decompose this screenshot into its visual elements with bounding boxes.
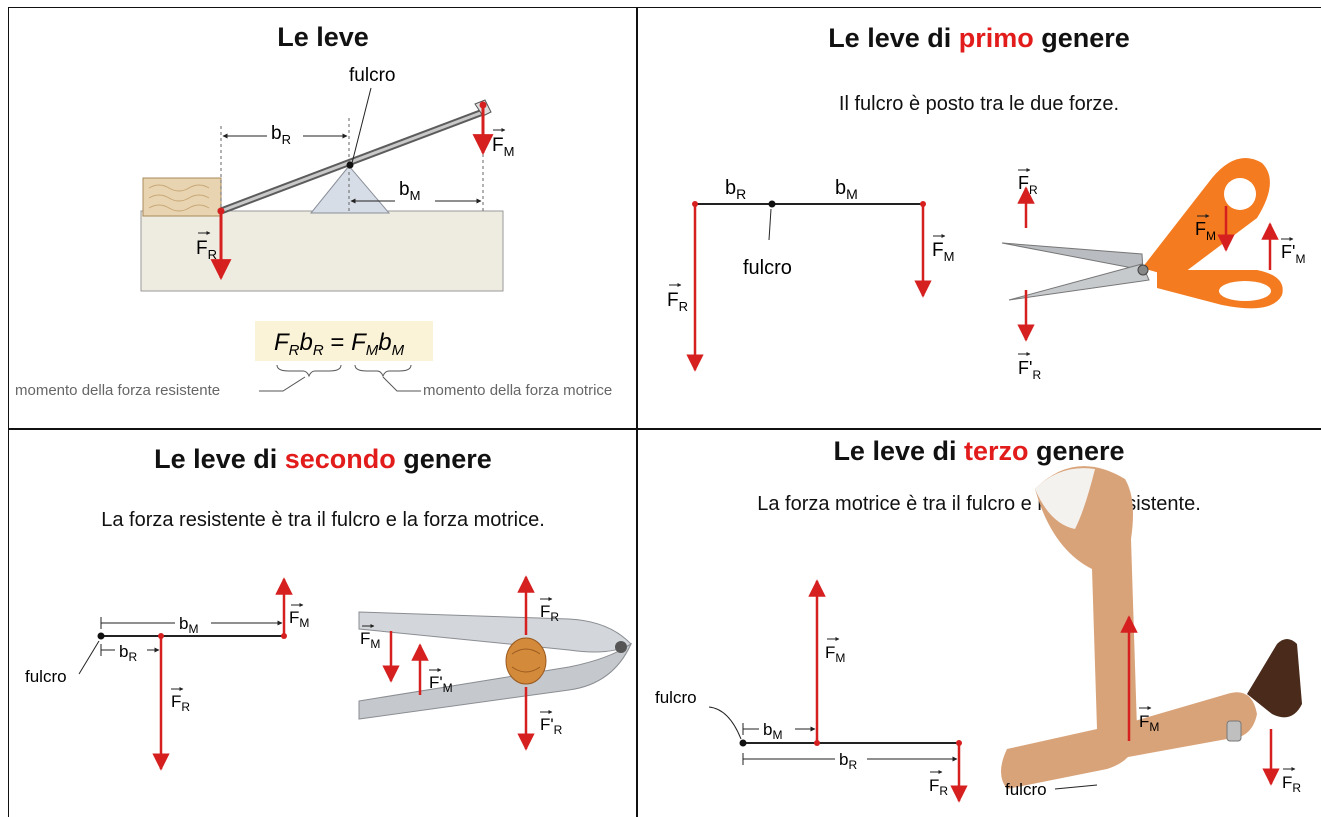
fulcrum-point: [739, 739, 747, 747]
formula-box: [255, 321, 433, 361]
fulcrum-label: fulcro: [655, 688, 697, 707]
panel-title: Le leve di primo genere: [828, 23, 1130, 53]
panel-title: Le leve: [277, 22, 369, 52]
panel-title: Le leve di terzo genere: [833, 436, 1125, 466]
third-class-diagram: bM bR fulcro FM FR FM FR fulcro: [655, 466, 1302, 803]
label-FR: FR: [929, 776, 948, 798]
arm-illustration: [1001, 466, 1302, 789]
lever-diagram: bR bM fulcro FR FM FRbR = FMbM momento d…: [15, 65, 612, 399]
label-FM-nut: FM: [360, 629, 380, 651]
label-FR-scissors: FR: [1018, 173, 1038, 197]
label-FM: FM: [825, 643, 845, 665]
label-bM: bM: [763, 720, 782, 742]
label-FpM: F'M: [1281, 242, 1305, 266]
fulcrum-label: fulcro: [25, 667, 67, 686]
label-FM: FM: [932, 240, 954, 264]
label-FpR: F'R: [1018, 358, 1041, 382]
label-FR-nut: FR: [540, 602, 559, 624]
label-bR: bR: [839, 750, 857, 772]
label-FR: FR: [196, 238, 217, 262]
label-FM-arm: FM: [1139, 712, 1159, 734]
fulcrum-label-arm: fulcro: [1005, 780, 1047, 799]
second-class-diagram: bM bR fulcro FM FR FM F'M FR F'R: [25, 575, 633, 771]
fulcrum-point: [97, 632, 105, 640]
label-FpR: F'R: [540, 715, 563, 737]
label-bM: bM: [179, 614, 198, 636]
panel-second-class: Le leve di secondo genere La forza resis…: [8, 428, 638, 817]
base-block: [140, 210, 504, 292]
panel-title: Le leve di secondo genere: [154, 444, 492, 474]
formula: FRbR = FMbM: [274, 329, 405, 359]
first-class-diagram: bR bM fulcro FR FM FR F'R FM F'M: [667, 158, 1305, 382]
panel-third-class: Le leve di terzo genere La forza motrice…: [636, 428, 1321, 817]
annotation-resistant-moment: momento della forza resistente: [15, 382, 220, 399]
label-FR-arm: FR: [1282, 773, 1301, 795]
scissors-illustration: [1001, 158, 1283, 309]
label-bM: bM: [835, 177, 858, 202]
label-FM: FM: [289, 608, 309, 630]
panel-first-class: Le leve di primo genere Il fulcro è post…: [636, 7, 1321, 430]
panel-levers-intro: Le leve bR bM fulcro FR FM: [8, 7, 638, 430]
panel-subtitle: La forza resistente è tra il fulcro e la…: [101, 509, 545, 531]
panel-subtitle: Il fulcro è posto tra le due forze.: [838, 93, 1120, 115]
label-bR: bR: [119, 642, 137, 664]
label-FR: FR: [171, 692, 190, 714]
fulcrum-point: [768, 200, 776, 208]
label-bR: bR: [725, 177, 746, 202]
label-bR: bR: [271, 123, 291, 147]
label-FM: FM: [492, 135, 514, 159]
label-FM-scissors: FM: [1195, 219, 1216, 243]
fulcrum-label: fulcro: [743, 257, 792, 279]
nutcracker-illustration: [358, 611, 633, 720]
annotation-motor-moment: momento della forza motrice: [423, 382, 612, 399]
label-FpM: F'M: [429, 673, 453, 695]
label-bM: bM: [399, 179, 420, 203]
fulcrum-label: fulcro: [349, 65, 395, 86]
label-FR: FR: [667, 290, 688, 314]
fulcrum-point: [346, 161, 354, 169]
